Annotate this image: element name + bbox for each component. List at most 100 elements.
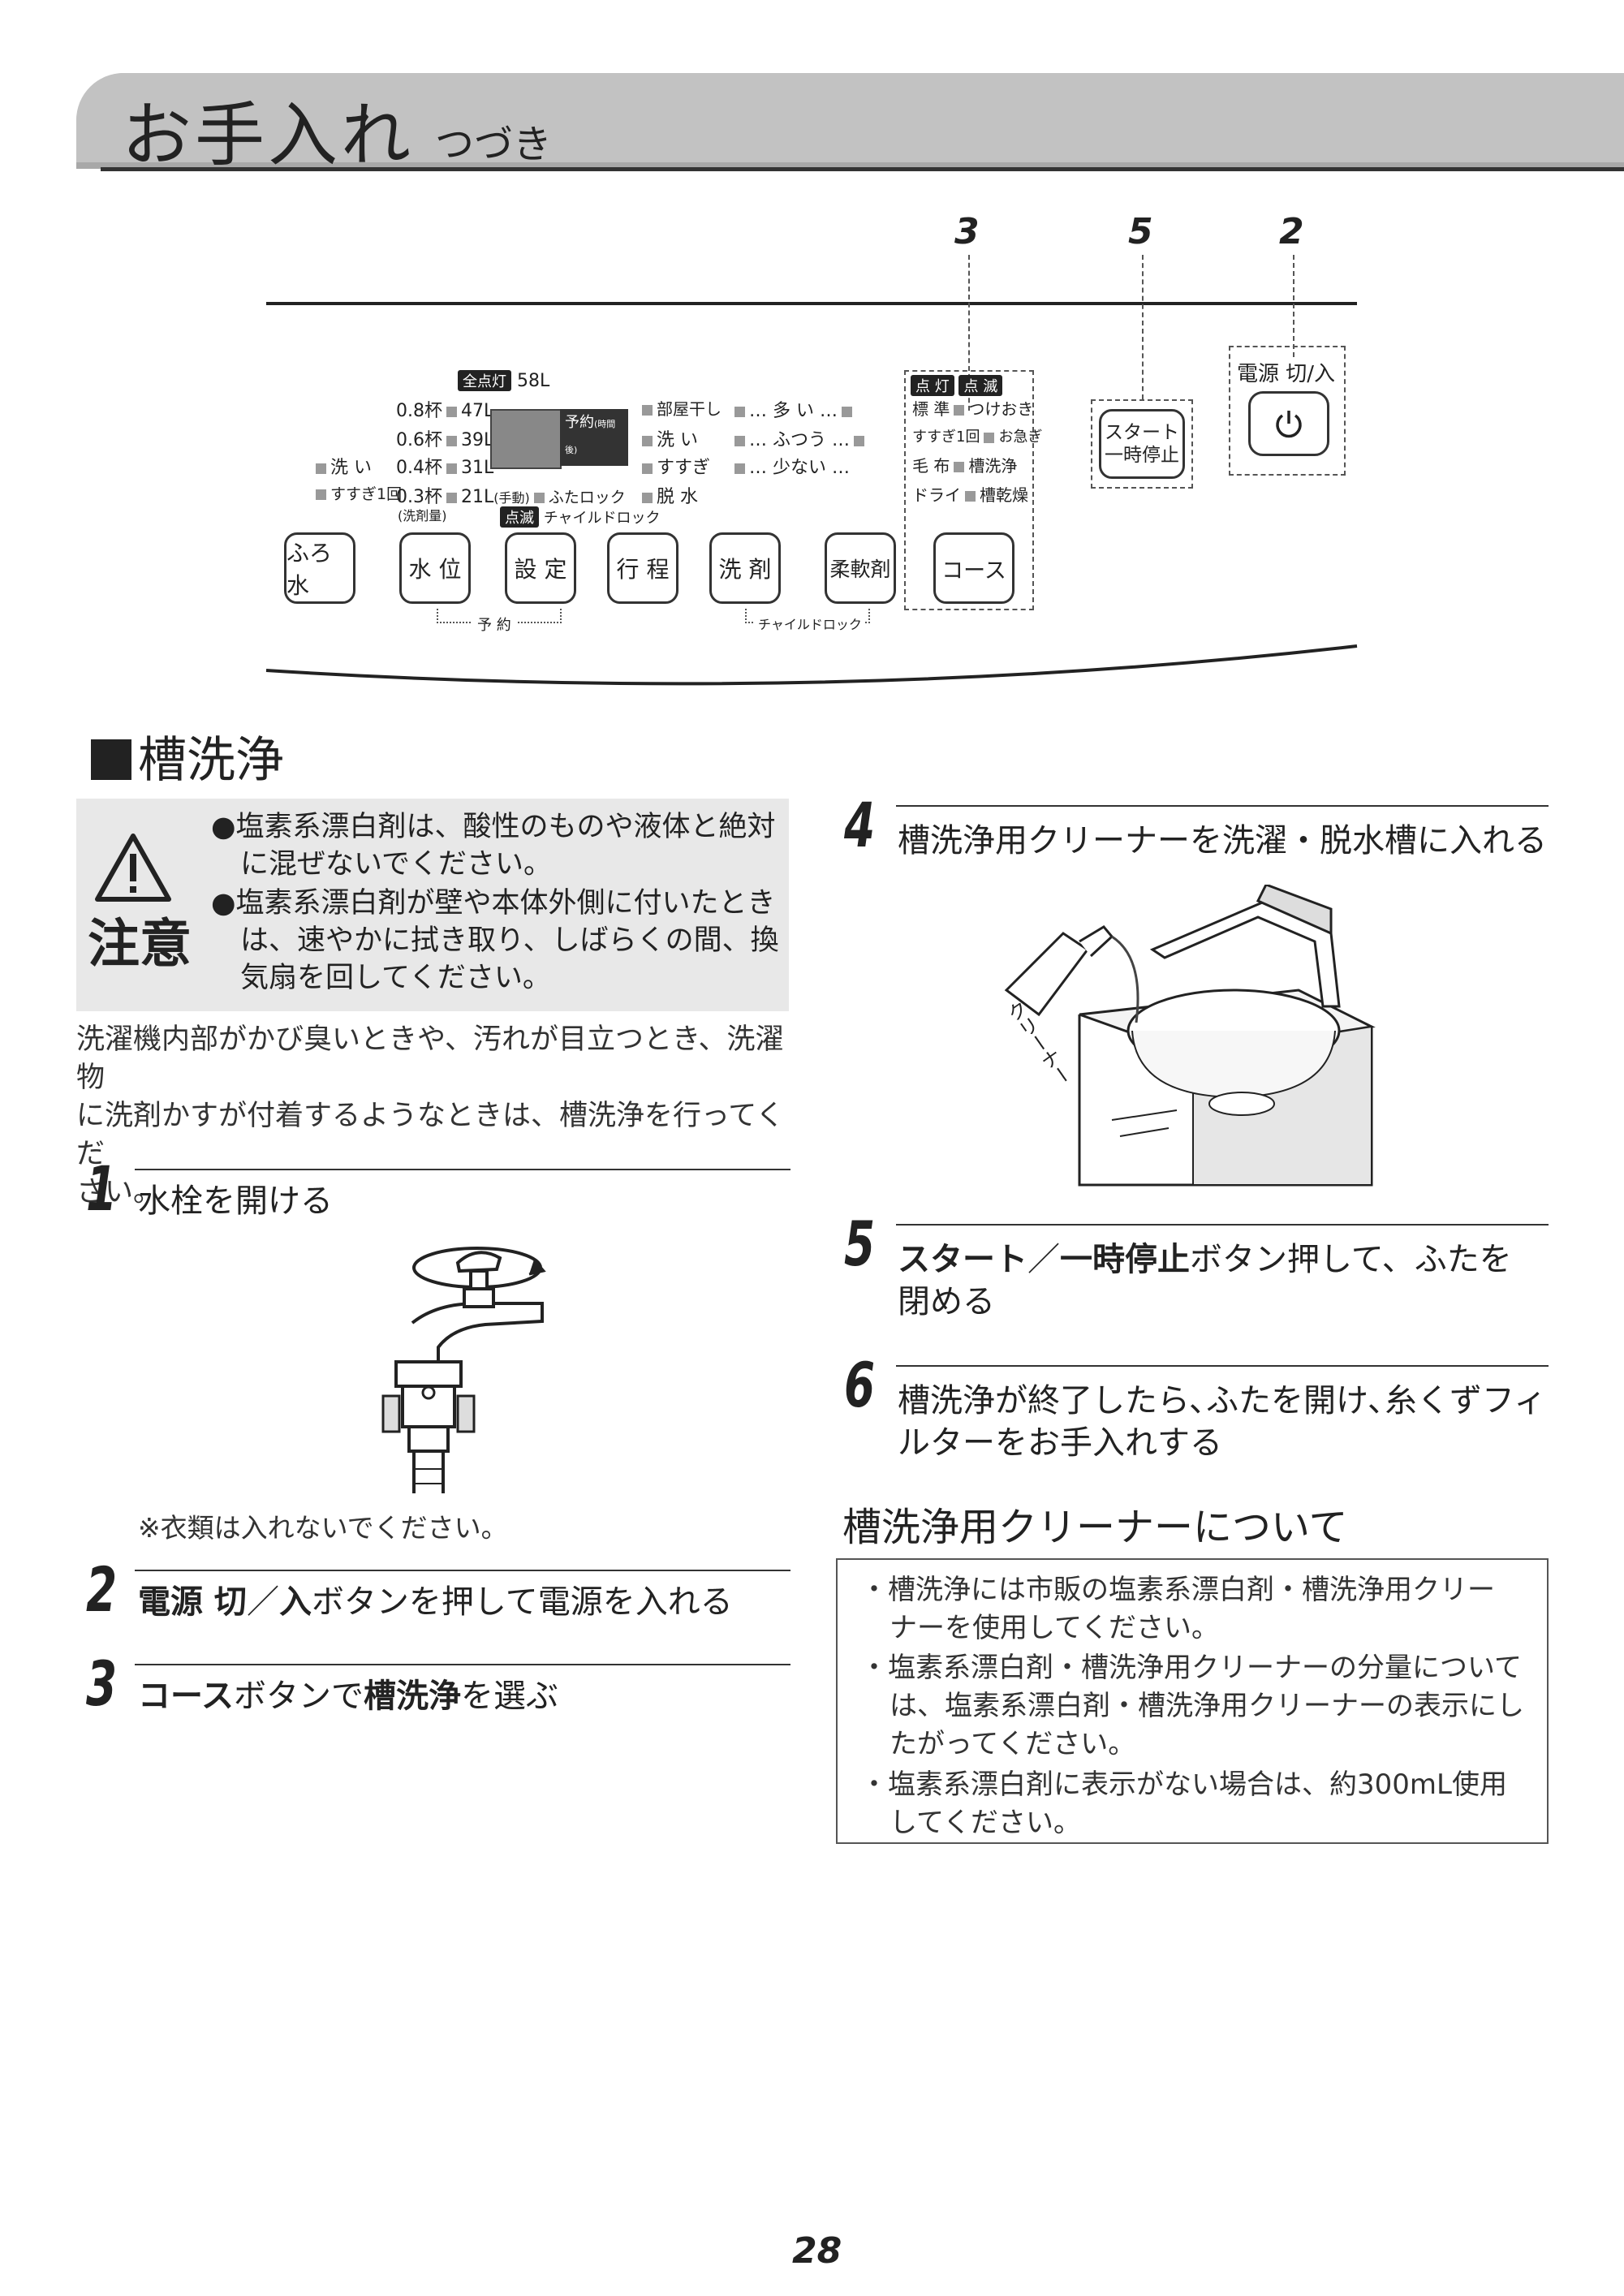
softener-button[interactable]: 柔軟剤: [825, 532, 896, 604]
caution-box: 注意 ●塩素系漂白剤は、酸性のものや液体と絶対 に混ぜないでください。 ●塩素系…: [76, 799, 789, 1011]
info-item-1: ・槽洗浄には市販の塩素系漂白剤・槽洗浄用クリー ナーを使用してください。: [860, 1571, 1534, 1648]
course-head-blink: 点 滅: [958, 375, 1003, 396]
remaining-label: 残り約: [565, 466, 609, 483]
step-3-mid: ボタンで: [234, 1678, 364, 1715]
cup-04: 0.4杯: [396, 458, 442, 478]
course-tsukeoki: つけおき: [968, 399, 1034, 419]
amount-normal: … ふつう …: [749, 430, 850, 450]
step-5-rule: [896, 1224, 1549, 1226]
intro-paragraph: 洗濯機内部がかび臭いときや、汚れが目立つとき、洗濯物 に洗剤かすが付着するような…: [76, 1021, 790, 1212]
level-58l: 58L: [517, 371, 550, 391]
page-header: お手入れ つづき: [76, 73, 1624, 176]
start-pause-button[interactable]: スタート 一時停止: [1099, 409, 1185, 479]
power-icon: [1276, 411, 1302, 438]
step-2-bold-1: 電源 切: [138, 1583, 247, 1621]
power-button[interactable]: [1248, 391, 1329, 456]
callout-5-leader: [1142, 255, 1144, 399]
step-2-rest: ボタンを押して電源を入れる: [311, 1583, 733, 1621]
info-item-2-line-1: ・塩素系漂白剤・槽洗浄用クリーナーの分量について: [860, 1652, 1522, 1684]
control-panel-illustration: 3 5 2 電源 切/入 スタート 一時停止 ふろ水 水 位 設 定 行 程 洗…: [260, 211, 1380, 698]
page-number: 28: [792, 2230, 842, 2272]
remaining-sub: (分): [609, 470, 627, 481]
mode-rinse1: すすぎ1回: [330, 485, 403, 503]
proc-wash: 洗 い: [657, 430, 698, 450]
intro-line-2: に洗剤かすが付着するようなときは、槽洗浄を行ってくだ: [76, 1100, 785, 1170]
yoyaku-label: 予約: [565, 414, 594, 431]
futa-lock-label: ふたロック: [548, 489, 626, 506]
caution-item-2-line-2: は、速やかに拭き取り、しばらくの間、換: [240, 924, 779, 957]
cleaner-bottle-icon: [1004, 925, 1139, 1023]
settings-button[interactable]: 設 定: [505, 532, 576, 604]
manual-note: (手動): [493, 490, 530, 506]
amount-few: … 少ない …: [749, 458, 850, 478]
step-2-text: 電源 切／入ボタンを押して電源を入れる: [138, 1581, 733, 1623]
process-button[interactable]: 行 程: [607, 532, 678, 604]
step-1-text: 水栓を開ける: [138, 1182, 333, 1220]
start-highlight: [1091, 399, 1193, 489]
lcd-display: [490, 409, 562, 469]
power-highlight: [1229, 346, 1346, 476]
step-2-bold-2: 入: [278, 1583, 312, 1621]
info-item-3-line-2: してください。: [890, 1807, 1081, 1839]
step-5-text: スタート／一時停止ボタン押して、ふたを 閉める: [898, 1238, 1512, 1323]
step-6-line-2: ルターをお手入れする: [898, 1424, 1222, 1462]
yoyaku-sub: (時間後): [565, 419, 616, 455]
step-6-number: 6: [844, 1349, 876, 1421]
caution-item-1-line-1: ●塩素系漂白剤は、酸性のものや液体と絶対: [211, 811, 776, 843]
section-title-text: 槽洗浄: [138, 732, 284, 789]
course-tub-clean: 槽洗浄: [968, 456, 1018, 476]
childlock-bracket-label: チャイルドロック: [755, 614, 865, 633]
lcd-label-panel: 予約(時間後) 残り約(分): [560, 409, 628, 483]
course-button[interactable]: コース: [933, 532, 1014, 604]
step-5-number: 5: [844, 1208, 876, 1280]
section-square-icon: [91, 739, 131, 780]
pause-label: 一時停止: [1105, 445, 1179, 466]
callout-5: 5: [1128, 211, 1153, 252]
detergent-button[interactable]: 洗 剤: [709, 532, 781, 604]
detergent-amount-note: (洗剤量): [398, 508, 447, 523]
step-4-number: 4: [844, 789, 876, 861]
step-5-bold-2: 一時停止: [1060, 1241, 1190, 1278]
step-1-rule: [135, 1169, 790, 1170]
child-lock-label: チャイルドロック: [543, 510, 661, 527]
level-31l: 31L: [461, 458, 494, 478]
course-dry: ドライ: [912, 485, 961, 505]
step-4-rule: [896, 805, 1549, 807]
callout-2-leader: [1293, 255, 1294, 357]
intro-line-1: 洗濯機内部がかび臭いときや、汚れが目立つとき、洗濯物: [76, 1023, 784, 1094]
course-rinse1: すすぎ1回: [912, 429, 980, 446]
header-bar: [76, 73, 1624, 162]
tenmetsu-badge: 点滅: [500, 506, 539, 528]
mode-wash: 洗 い: [330, 458, 372, 478]
step-3-rule: [135, 1664, 790, 1665]
level-47l: 47L: [461, 401, 494, 421]
step-2-rule: [135, 1570, 790, 1571]
info-item-1-line-1: ・槽洗浄には市販の塩素系漂白剤・槽洗浄用クリー: [860, 1574, 1495, 1606]
caution-item-1-line-2: に混ぜないでください。: [240, 848, 552, 881]
step-3-bold-2: 槽洗浄: [364, 1678, 461, 1715]
step-3-bold-1: コース: [138, 1678, 234, 1715]
proc-spin: 脱 水: [657, 487, 698, 507]
step-3-text: コースボタンで槽洗浄を選ぶ: [138, 1675, 558, 1717]
course-quick: お急ぎ: [998, 429, 1043, 446]
cleaner-subheading: 槽洗浄用クリーナーについて: [842, 1505, 1348, 1550]
cup-03: 0.3杯: [396, 487, 442, 507]
header-underline: [101, 167, 1624, 171]
furo-mizu-button[interactable]: ふろ水: [284, 532, 355, 604]
cup-06: 0.6杯: [396, 430, 442, 450]
power-label: 電源 切/入: [1237, 362, 1336, 386]
water-level-button[interactable]: 水 位: [399, 532, 471, 604]
step-5-mid: ／: [1027, 1241, 1060, 1278]
warning-triangle-icon: [95, 834, 171, 902]
caution-item-1: ●塩素系漂白剤は、酸性のものや液体と絶対 に混ぜないでください。: [211, 808, 779, 883]
callout-2: 2: [1279, 211, 1304, 252]
info-item-1-line-2: ナーを使用してください。: [890, 1612, 1219, 1644]
zenten-badge: 全点灯: [458, 370, 511, 391]
page-subtitle: つづき: [435, 122, 553, 167]
step-6-text: 槽洗浄が終了したら､ふたを開け､糸くずフィ ルターをお手入れする: [898, 1380, 1546, 1464]
faucet-illustration: [381, 1247, 546, 1493]
level-21l: 21L: [461, 487, 494, 507]
info-item-2-line-3: たがってください。: [890, 1728, 1136, 1760]
start-label: スタート: [1105, 422, 1179, 443]
step-3-number: 3: [86, 1648, 118, 1720]
